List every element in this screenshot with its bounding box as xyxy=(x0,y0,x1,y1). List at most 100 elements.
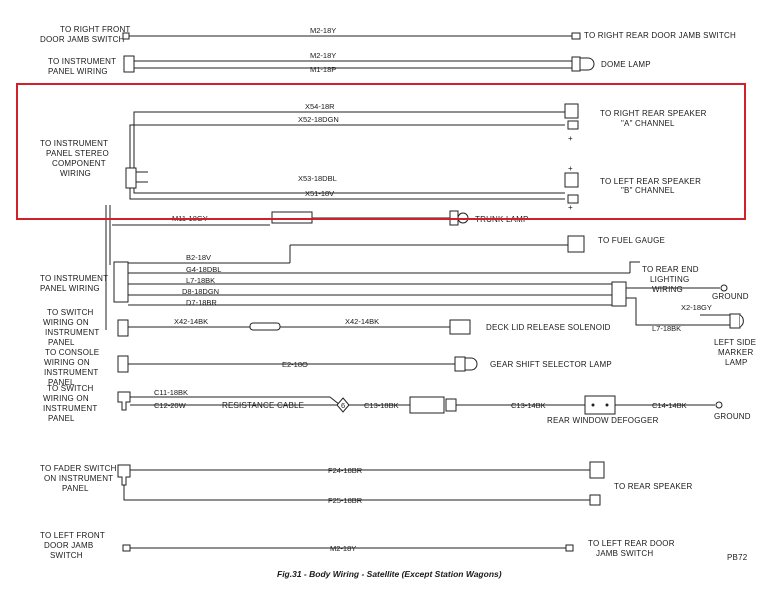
label-lr-door-1: TO LEFT REAR DOOR xyxy=(588,539,675,548)
wire-m1-dome: M1-18P xyxy=(310,65,336,74)
label-rear-end-3: WIRING xyxy=(652,285,683,294)
label-rear-end-2: LIGHTING xyxy=(650,275,689,284)
deck-lid-inline xyxy=(249,322,281,331)
gear-shift-lamp xyxy=(464,357,478,371)
label-ground-2: GROUND xyxy=(714,412,751,421)
label-left-spk-1: TO LEFT REAR SPEAKER xyxy=(600,177,701,186)
label-dome-lamp: DOME LAMP xyxy=(601,60,651,69)
stereo-speaker-circuit: TO INSTRUMENT PANEL STEREO COMPONENT WIR… xyxy=(40,102,706,212)
label-left-side-3: LAMP xyxy=(725,358,748,367)
connector-fader xyxy=(117,464,131,486)
plus-left: + xyxy=(568,164,573,173)
defogger-inline-1 xyxy=(409,396,445,414)
ground-terminal-1 xyxy=(720,284,728,292)
label-fader-2: ON INSTRUMENT xyxy=(44,474,113,483)
label-instr-panel-top-2: PANEL WIRING xyxy=(48,67,108,76)
wire-l7-right: L7-18BK xyxy=(652,324,681,333)
connector-rf-door xyxy=(122,32,130,40)
label-rr-door-jamb: TO RIGHT REAR DOOR JAMB SWITCH xyxy=(584,31,736,40)
connector-instr-panel-top xyxy=(123,55,135,73)
connector-lr-door xyxy=(565,544,574,552)
wire-d8: D8-18DGN xyxy=(182,287,219,296)
wire-c13-left: C13-18BK xyxy=(364,401,399,410)
wire-f25: F25-18BR xyxy=(328,496,363,505)
label-rear-end-1: TO REAR END xyxy=(642,265,699,274)
label-switch2-1: TO SWITCH xyxy=(47,384,94,393)
label-lf-door-3: SWITCH xyxy=(50,551,83,560)
label-resistance-cable: RESISTANCE CABLE xyxy=(222,401,304,410)
label-ground-1: GROUND xyxy=(712,292,749,301)
label-fuel-gauge: TO FUEL GAUGE xyxy=(598,236,665,245)
label-rf-door-jamb-1: TO RIGHT FRONT xyxy=(60,25,131,34)
wire-x53: X53-18DBL xyxy=(298,174,337,183)
lf-door-jamb-circuit: TO LEFT FRONT DOOR JAMB SWITCH M2-18Y TO… xyxy=(40,531,675,560)
label-instr-panel-mid-2: PANEL WIRING xyxy=(40,284,100,293)
fuel-gauge-connector xyxy=(567,235,585,253)
connector-dome-lamp xyxy=(571,56,581,72)
wire-c14: C14-14BK xyxy=(652,401,687,410)
wire-b2: B2-18V xyxy=(186,253,211,262)
deck-lid-circuit: TO SWITCH WIRING ON INSTRUMENT PANEL X42… xyxy=(43,308,611,347)
wire-x52: X52-18DGN xyxy=(298,115,339,124)
label-console-1: TO CONSOLE xyxy=(45,348,99,357)
connector-rear-end xyxy=(611,281,627,307)
wire-m2-dome: M2-18Y xyxy=(310,51,336,60)
label-switch1-1: TO SWITCH xyxy=(47,308,94,317)
label-defogger: REAR WINDOW DEFOGGER xyxy=(547,416,659,425)
wire-d7: D7-18BR xyxy=(186,298,217,307)
connector-rear-speaker-1 xyxy=(589,461,605,479)
label-lr-door-2: JAMB SWITCH xyxy=(596,549,653,558)
dome-lamp-bulb xyxy=(579,57,595,71)
dome-lamp-circuit: TO INSTRUMENT PANEL WIRING M2-18Y M1-18P… xyxy=(48,51,651,76)
label-console-3: INSTRUMENT xyxy=(44,368,98,377)
label-left-spk-2: "B" CHANNEL xyxy=(621,186,675,195)
wire-x51: X51-18V xyxy=(305,189,334,198)
label-left-side-1: LEFT SIDE xyxy=(714,338,756,347)
side-marker-bulb xyxy=(739,314,744,328)
wire-c11: C11-18BK xyxy=(154,388,188,397)
connector-rear-speaker-2 xyxy=(589,494,601,506)
wire-m2-top: M2-18Y xyxy=(310,26,336,35)
resistor-mark: 6 xyxy=(341,401,345,410)
fader-circuit: TO FADER SWITCH ON INSTRUMENT PANEL F24-… xyxy=(40,461,692,506)
connector-instr-panel-mid xyxy=(113,261,129,303)
deck-lid-solenoid xyxy=(449,319,471,335)
pb-code: PB72 xyxy=(727,553,748,562)
label-switch2-4: PANEL xyxy=(48,414,75,423)
defogger-circuit: TO SWITCH WIRING ON INSTRUMENT PANEL C11… xyxy=(43,384,751,425)
label-switch2-2: WIRING ON xyxy=(43,394,89,403)
connector-right-speaker-2 xyxy=(567,120,579,130)
connector-console xyxy=(117,355,129,373)
connector-rr-door xyxy=(571,32,581,40)
label-deck-lid: DECK LID RELEASE SOLENOID xyxy=(486,323,611,332)
ground-terminal-2 xyxy=(715,401,723,409)
label-stereo-3: COMPONENT xyxy=(52,159,106,168)
wire-x42-right: X42-14BK xyxy=(345,317,379,326)
wire-e2: E2-18O xyxy=(282,360,308,369)
label-fader-1: TO FADER SWITCH xyxy=(40,464,117,473)
label-console-2: WIRING ON xyxy=(44,358,90,367)
label-lf-door-1: TO LEFT FRONT xyxy=(40,531,105,540)
wire-l7: L7-18BK xyxy=(186,276,215,285)
wire-x2: X2-18GY xyxy=(681,303,712,312)
label-switch1-4: PANEL xyxy=(48,338,75,347)
gear-shift-circuit: TO CONSOLE WIRING ON INSTRUMENT PANEL E2… xyxy=(44,348,612,387)
label-left-side-2: MARKER xyxy=(718,348,753,357)
label-switch1-2: WIRING ON xyxy=(43,318,89,327)
connector-right-speaker xyxy=(564,103,579,119)
label-rear-speaker: TO REAR SPEAKER xyxy=(614,482,692,491)
gear-shift-connector xyxy=(454,356,466,372)
wire-f24: F24-18BR xyxy=(328,466,363,475)
label-stereo-1: TO INSTRUMENT xyxy=(40,139,108,148)
plus-right: + xyxy=(568,134,573,143)
connector-lf-door xyxy=(122,544,131,552)
wire-x54: X54-18R xyxy=(305,102,335,111)
label-gear-shift: GEAR SHIFT SELECTOR LAMP xyxy=(490,360,612,369)
connector-trunk-1 xyxy=(271,211,313,224)
wire-x42-left: X42-14BK xyxy=(174,317,208,326)
figure-caption: Fig.31 - Body Wiring - Satellite (Except… xyxy=(277,569,502,579)
defogger-inline-2 xyxy=(445,398,457,412)
main-harness: M11-18GY TRUNK LAMP TO INSTRUMENT PANEL … xyxy=(40,205,756,367)
side-marker-connector xyxy=(729,313,741,329)
